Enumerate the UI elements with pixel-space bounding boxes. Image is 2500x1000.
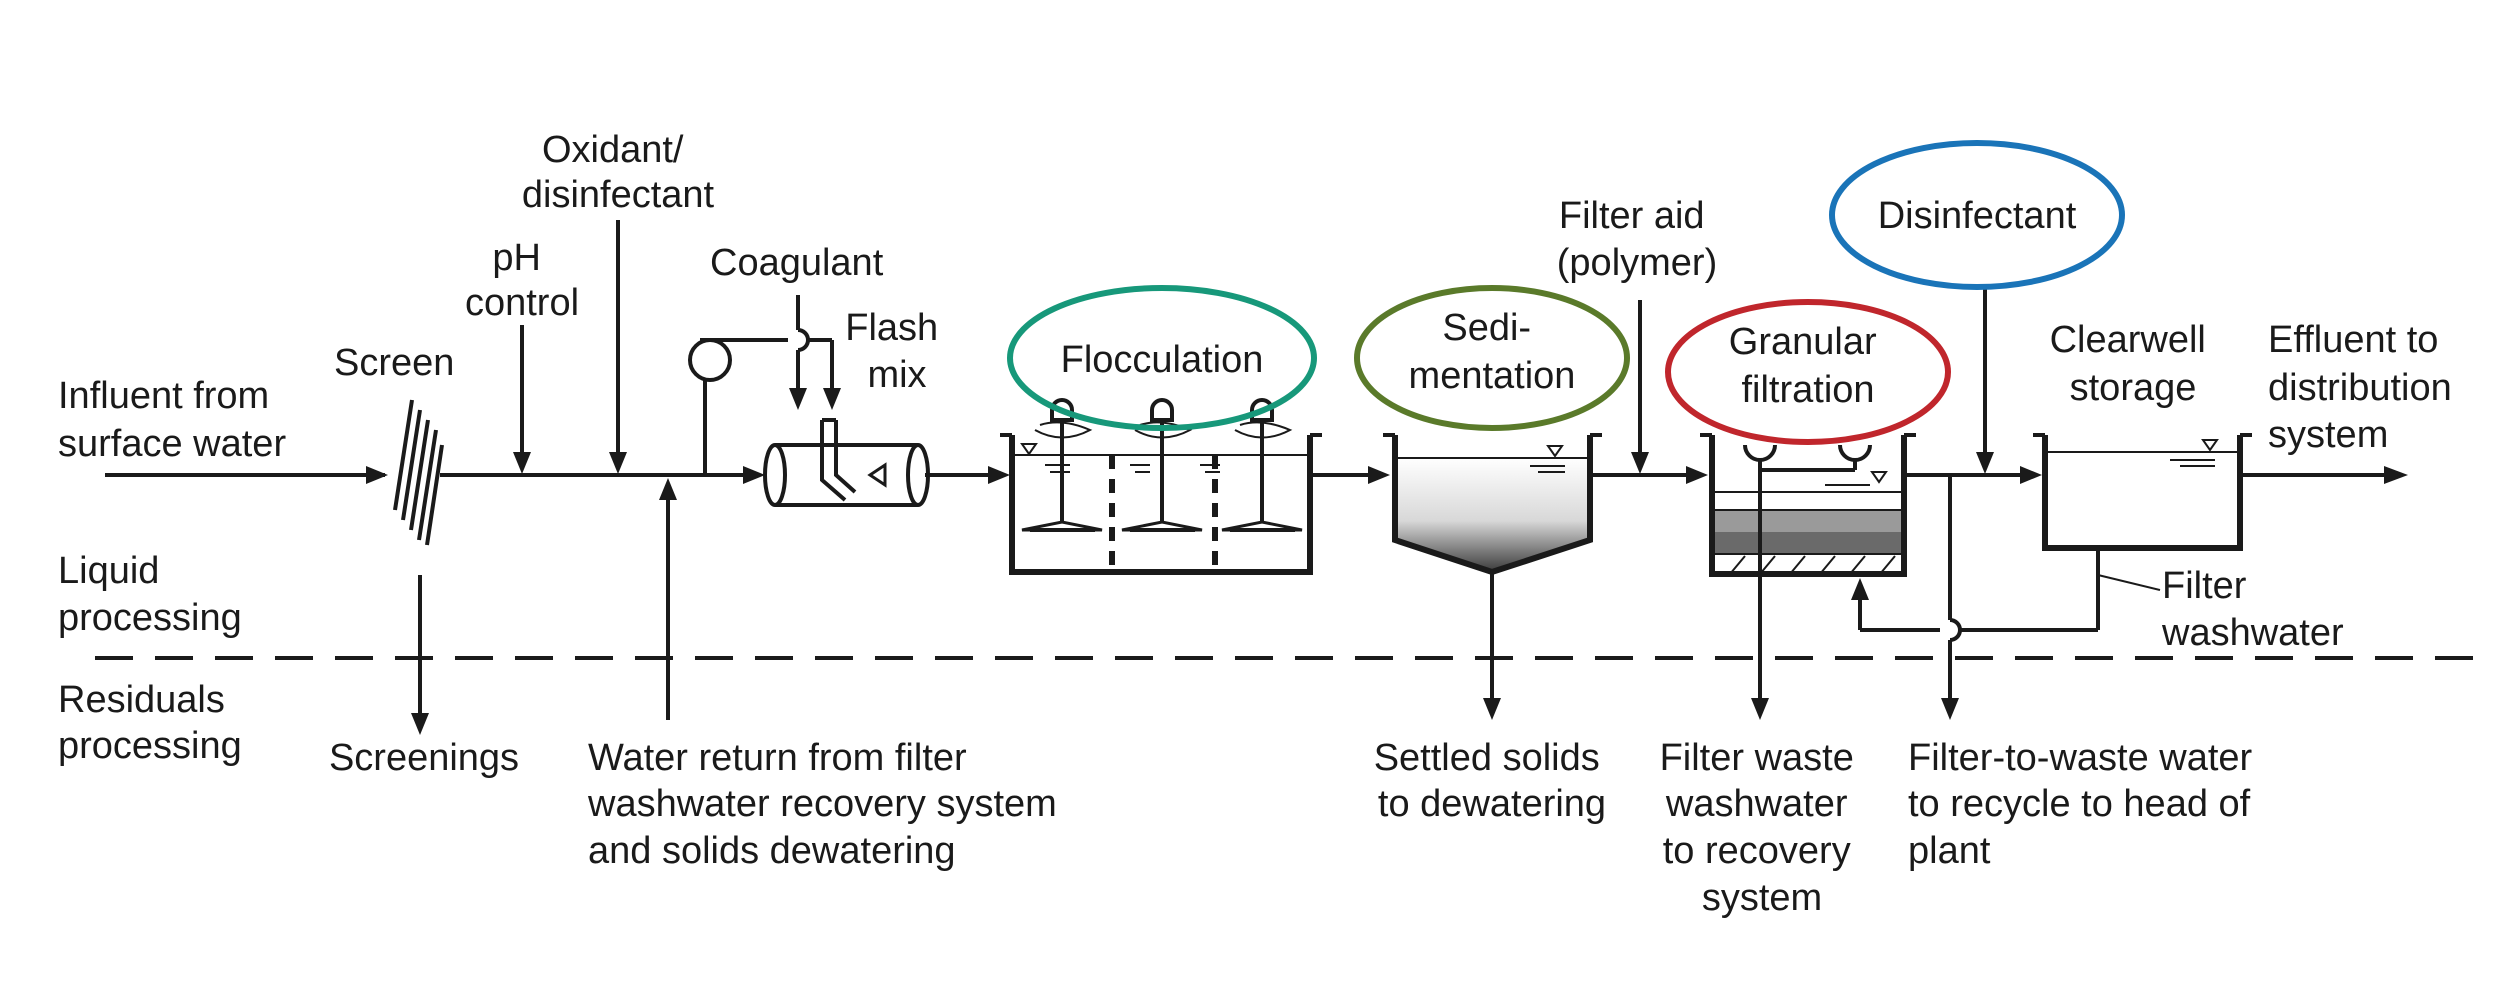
flocculation-label: Flocculation [1061, 339, 1264, 381]
clearwell-label: Clearwell storage [2050, 319, 2217, 409]
clearwell-tank [2033, 433, 2252, 551]
water-return-label: Water return from filter washwater recov… [587, 737, 1067, 872]
coagulant-line [745, 295, 841, 410]
screen-icon [393, 399, 444, 546]
disinfectant-label: Disinfectant [1878, 195, 2077, 237]
water-return-arrow [659, 478, 677, 720]
oxidant-label: Oxidant/ disinfectant [522, 129, 715, 216]
effluent-label: Effluent to distribution system [2268, 319, 2462, 456]
settled-solids-label: Settled solids to dewatering [1374, 737, 1611, 825]
granular-filtration-label: Granular filtration [1729, 321, 1887, 411]
sedimentation-ring [1354, 285, 1630, 431]
ph-control-label: pH control [465, 237, 579, 324]
flash-mix-pipe [763, 418, 930, 507]
filtration-ring [1665, 299, 1951, 445]
settled-solids-arrow [1483, 572, 1501, 720]
filter-to-waste-label: Filter-to-waste water to recycle to head… [1908, 737, 2263, 872]
filter-aid-arrow [1631, 300, 1649, 474]
residuals-processing-label: Residuals processing [58, 679, 242, 767]
flocculation-ring [1007, 285, 1317, 431]
filter-aid-label: Filter aid (polymer) [1557, 195, 1717, 284]
influent-label: Influent from surface water [58, 375, 286, 465]
disinfectant-ring [1829, 140, 2125, 290]
oxidant-arrow [609, 220, 627, 474]
liquid-processing-label: Liquid processing [58, 550, 242, 639]
filter-to-waste-line [1941, 475, 1962, 720]
screen-label: Screen [334, 342, 454, 384]
screenings-arrow [411, 575, 429, 735]
flocculation-tank [1000, 398, 1322, 575]
filter-waste-arrow [1751, 490, 1769, 720]
sedimentation-tank [1383, 433, 1602, 576]
coagulant-label: Coagulant [710, 242, 884, 284]
filter-waste-label: Filter waste washwater to recovery syste… [1660, 737, 1865, 919]
flash-mix-label: Flash mix [845, 307, 948, 396]
pump-icon [688, 338, 745, 475]
granular-filter [1700, 433, 1916, 577]
filter-washwater-label: Filter washwater [2161, 565, 2344, 654]
screenings-label: Screenings [329, 737, 519, 779]
disinfectant-arrow [1976, 285, 1994, 474]
sedimentation-label: Sedi- mentation [1409, 307, 1576, 397]
filter-washwater-line [1851, 548, 2161, 632]
ph-control-arrow [513, 325, 531, 474]
main-flow-line [105, 466, 2408, 484]
